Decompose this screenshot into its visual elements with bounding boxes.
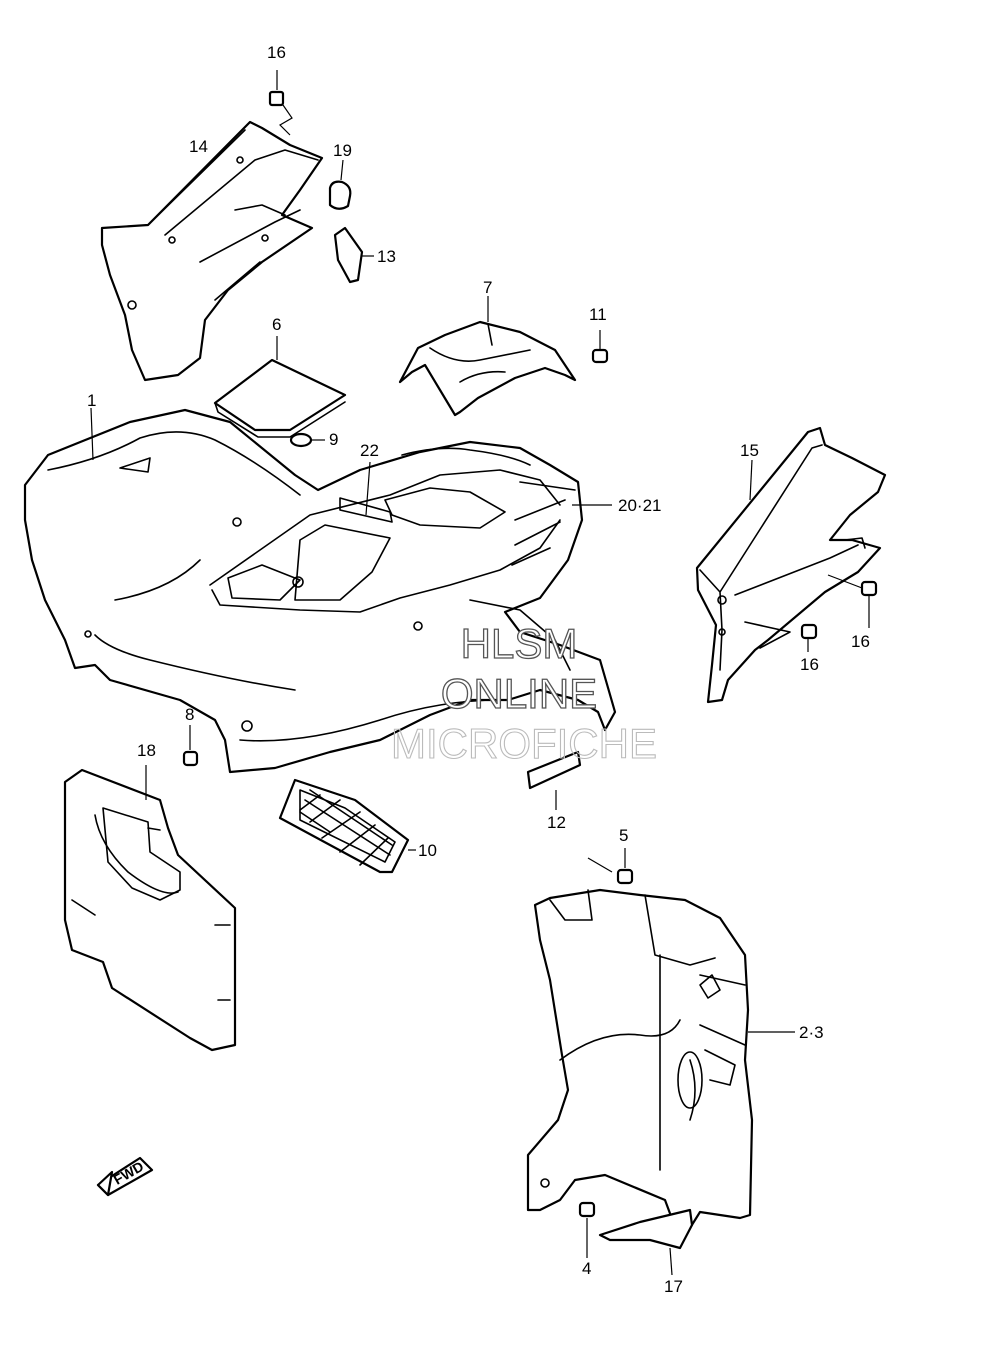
- callout-16-right-a: 16: [851, 632, 870, 651]
- part-5-clip: [587, 848, 634, 885]
- part-18-splash-panel: [63, 765, 237, 1052]
- part-16-screw-top: [268, 70, 293, 136]
- callout-16-top: 16: [267, 43, 286, 62]
- callout-1: 1: [87, 391, 96, 410]
- callout-18: 18: [137, 741, 156, 760]
- callout-16-right-b: 16: [800, 655, 819, 674]
- callout-20-21: 20·21: [618, 496, 661, 515]
- callout-5: 5: [619, 826, 628, 845]
- callout-15: 15: [740, 441, 759, 460]
- callout-22: 22: [360, 441, 379, 460]
- watermark-line-3: MICROFICHE: [391, 720, 657, 767]
- part-4-clip: [578, 1201, 596, 1258]
- callout-14: 14: [189, 137, 208, 156]
- callout-2-3: 2·3: [799, 1023, 824, 1042]
- part-19-cushion: [328, 159, 352, 210]
- part-8-screw: [182, 725, 199, 767]
- part-9-grommet: [289, 432, 325, 448]
- fwd-arrow-icon: FWD: [96, 1156, 154, 1197]
- part-11-screw: [591, 330, 609, 364]
- part-2-3-mud-guard: [526, 888, 795, 1237]
- callout-6: 6: [272, 315, 281, 334]
- watermark-line-1: HLSM: [461, 620, 578, 667]
- part-14-inner-panel: [100, 120, 324, 382]
- callout-4: 4: [582, 1259, 591, 1278]
- part-1-front-fender: [23, 407, 617, 774]
- callout-8: 8: [185, 705, 194, 724]
- part-13-strip: [333, 226, 374, 284]
- callout-17: 17: [664, 1277, 683, 1296]
- callout-13: 13: [377, 247, 396, 266]
- part-17-strip: [598, 1208, 694, 1276]
- watermark-line-2: ONLINE: [441, 670, 597, 717]
- callout-7: 7: [483, 278, 492, 297]
- part-6-panel: [213, 336, 347, 438]
- part-16-screw-right-a: [827, 574, 878, 628]
- part-15-inner-panel: [695, 426, 887, 704]
- part-22-pointer: [365, 461, 371, 516]
- callout-9: 9: [329, 430, 338, 449]
- part-10-grille: [278, 778, 416, 874]
- part-7-cover: [398, 296, 577, 417]
- callout-10: 10: [418, 841, 437, 860]
- part-16-screw-right-b: [800, 623, 818, 652]
- callout-12: 12: [547, 813, 566, 832]
- callout-11: 11: [589, 305, 607, 324]
- callout-19: 19: [333, 141, 352, 160]
- part-12-pad: [526, 750, 582, 810]
